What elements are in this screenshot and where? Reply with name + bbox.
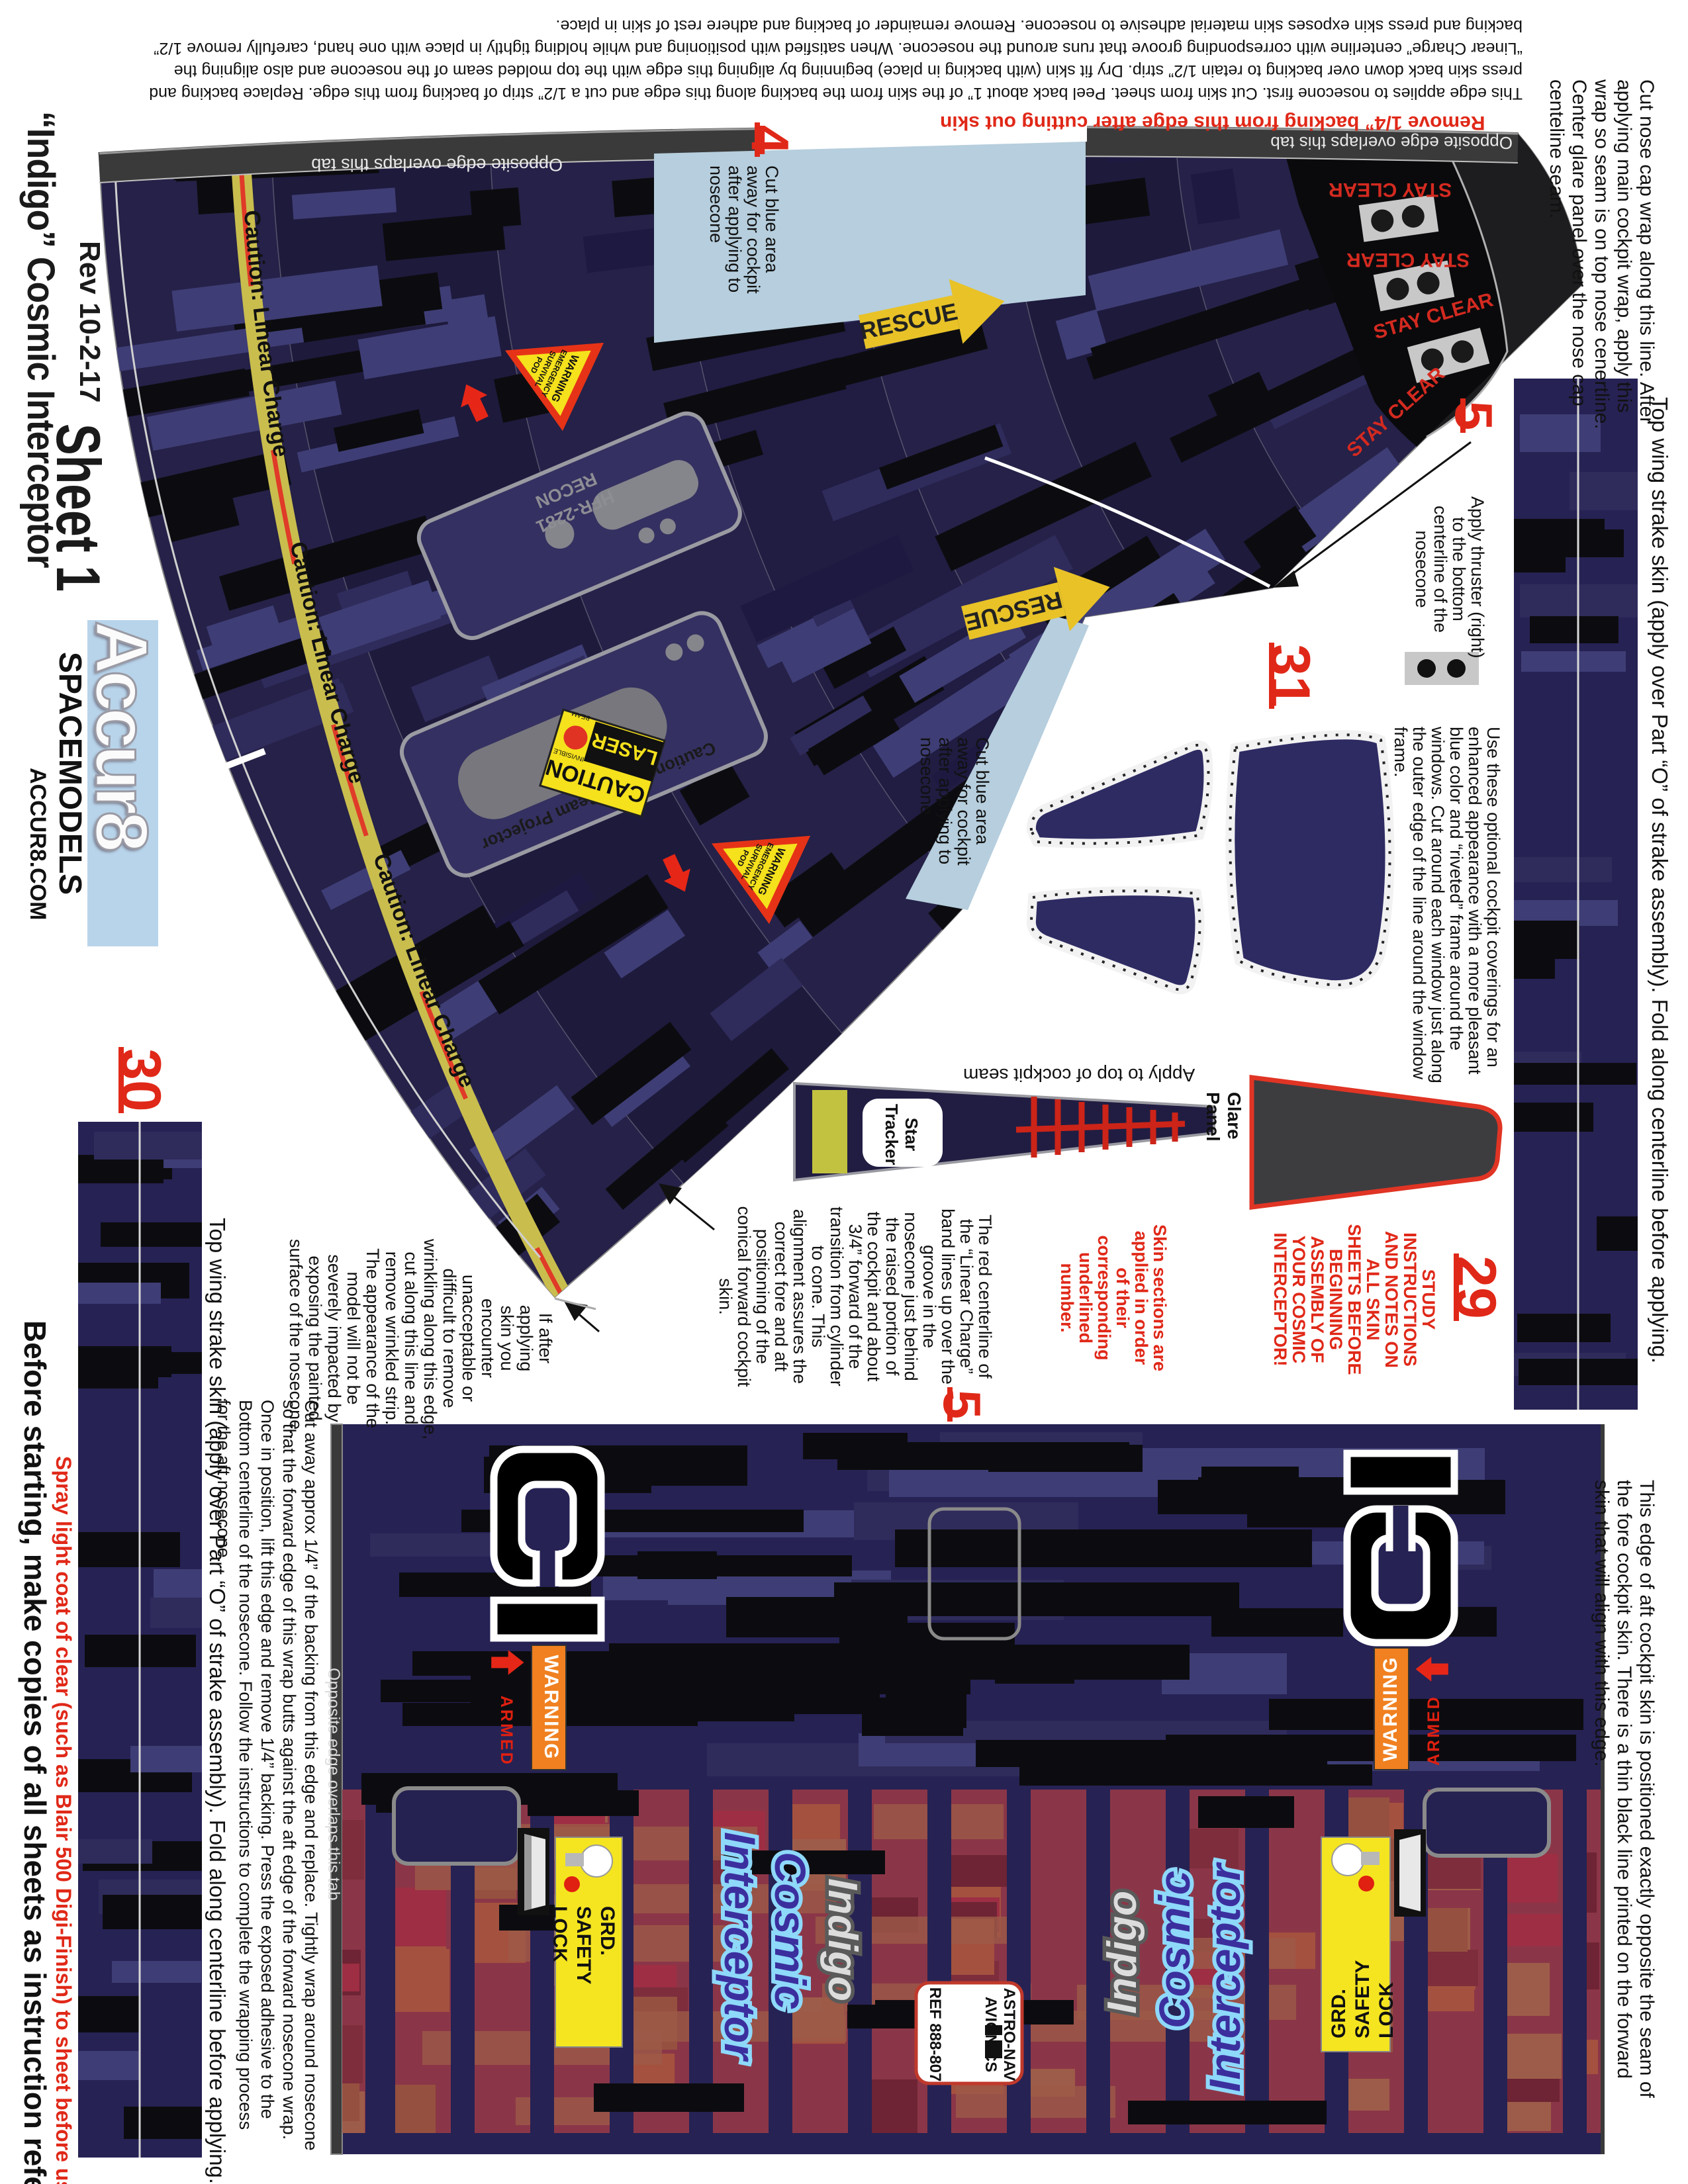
- svg-text:STAY CLEAR: STAY CLEAR: [1329, 179, 1452, 201]
- svg-text:STAY CLEAR: STAY CLEAR: [1346, 249, 1470, 271]
